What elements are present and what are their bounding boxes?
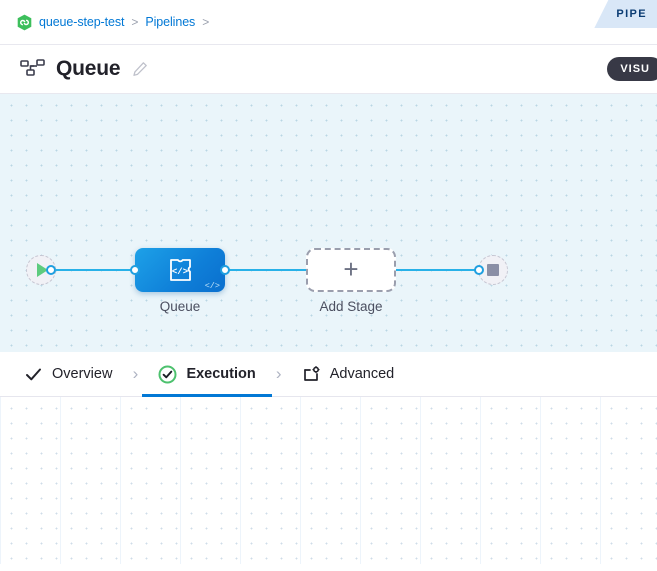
page-header: Queue VISU — [0, 45, 657, 94]
play-icon — [37, 263, 48, 277]
breadcrumb: queue-step-test > Pipelines > — [16, 14, 210, 31]
port-queue-out[interactable] — [220, 265, 230, 275]
visual-button-label: VISU — [620, 63, 650, 75]
visual-yaml-toggle-button[interactable]: VISU — [607, 57, 657, 81]
tab-label-execution: Execution — [186, 366, 256, 382]
check-circle-green-icon — [158, 365, 177, 384]
pipeline-hierarchy-icon — [20, 58, 46, 80]
edge-addstage-to-end — [392, 269, 482, 271]
stage-node-label-queue: Queue — [159, 299, 201, 314]
port-end-in[interactable] — [474, 265, 484, 275]
tab-label-overview: Overview — [52, 366, 113, 382]
stage-node-queue[interactable]: </> </> — [135, 248, 225, 292]
svg-text:</>: </> — [172, 267, 188, 277]
breadcrumb-separator-1: > — [131, 15, 139, 29]
plus-icon: + — [343, 253, 359, 284]
chevron-right-icon-2: › — [275, 364, 282, 383]
stage-config-tabs: Overview › Execution › Advanced — [0, 352, 657, 397]
edge-queue-to-addstage — [224, 269, 309, 271]
chevron-right-icon-1: › — [132, 364, 139, 383]
check-icon — [24, 365, 43, 384]
stage-graph-canvas[interactable]: </> </> Queue + Add Stage — [0, 94, 657, 352]
custom-stage-icon: </> — [170, 259, 191, 281]
harness-project-icon — [16, 14, 33, 31]
add-stage-node[interactable]: + — [306, 248, 396, 292]
breadcrumb-bar: queue-step-test > Pipelines > PIPE — [0, 0, 657, 45]
advanced-gear-card-icon — [302, 365, 321, 384]
tab-label-advanced: Advanced — [329, 366, 395, 382]
tab-overview[interactable]: Overview — [22, 352, 114, 397]
tab-execution[interactable]: Execution — [142, 352, 273, 397]
pencil-edit-icon[interactable] — [132, 61, 148, 77]
breadcrumb-separator-2: > — [202, 15, 210, 29]
port-queue-in[interactable] — [130, 265, 140, 275]
execution-graph-canvas[interactable]: </> Queue </> Sleep + Add Step — [0, 397, 657, 564]
edge-start-to-queue — [50, 269, 140, 271]
tab-advanced[interactable]: Advanced — [300, 352, 397, 397]
add-stage-label: Add Stage — [319, 299, 383, 314]
pipeline-ribbon: PIPE — [594, 0, 657, 28]
stop-square-icon — [487, 264, 499, 276]
port-start-out[interactable] — [46, 265, 56, 275]
page-title: Queue — [56, 57, 121, 80]
stage-code-badge: </> — [204, 280, 220, 291]
breadcrumb-item-pipelines[interactable]: Pipelines — [145, 15, 196, 29]
breadcrumb-item-project[interactable]: queue-step-test — [39, 15, 125, 29]
pipeline-ribbon-label: PIPE — [616, 8, 647, 20]
